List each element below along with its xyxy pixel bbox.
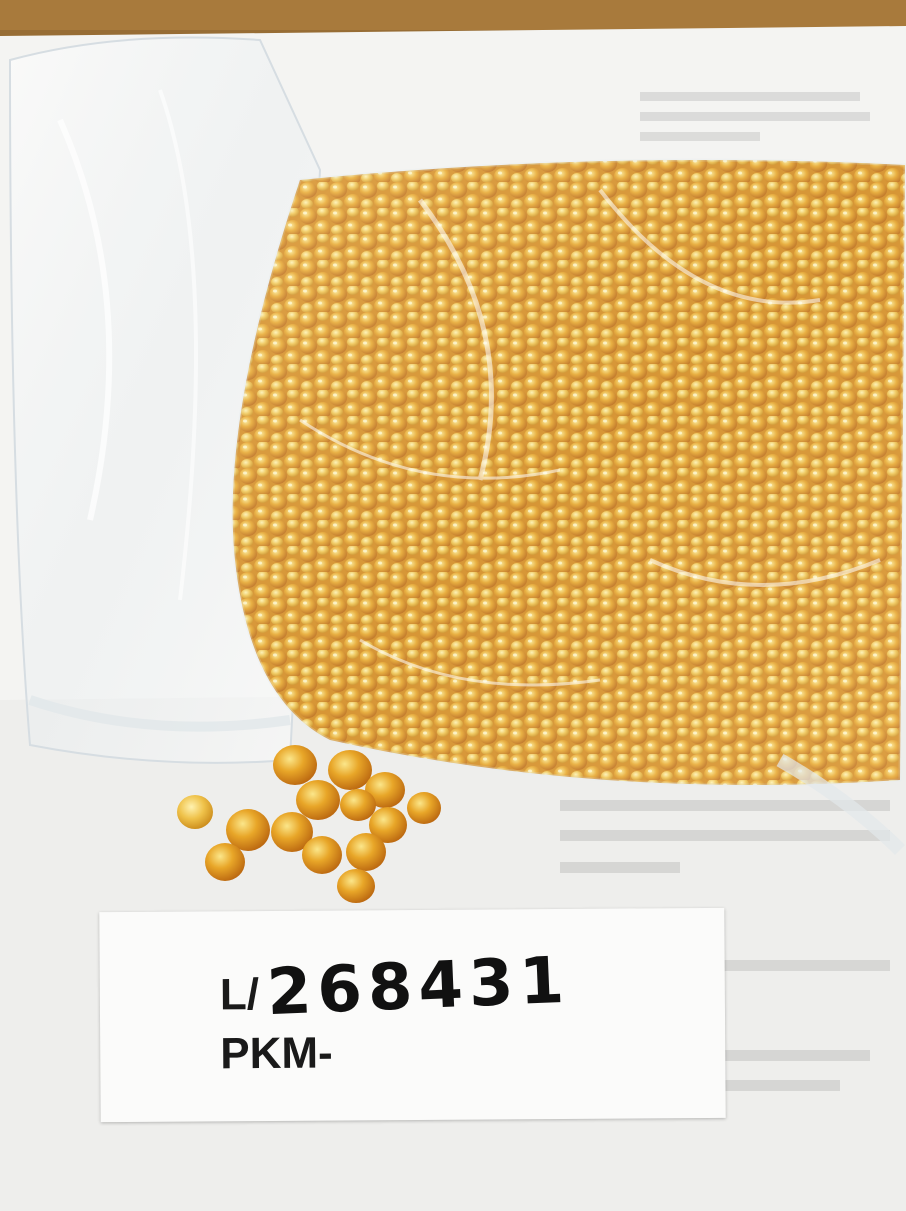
bag-wrinkles bbox=[299, 188, 881, 687]
label-prefix: L/ bbox=[219, 970, 260, 1020]
label-line-reference: L/ 268431 bbox=[219, 944, 572, 1031]
loose-beads bbox=[177, 745, 441, 903]
faint-printed-text bbox=[560, 92, 890, 1091]
label-handwritten-number: 268431 bbox=[265, 943, 572, 1031]
label-code: PKM- bbox=[220, 1028, 333, 1079]
evidence-label: L/ 268431 PKM- bbox=[99, 907, 726, 1123]
